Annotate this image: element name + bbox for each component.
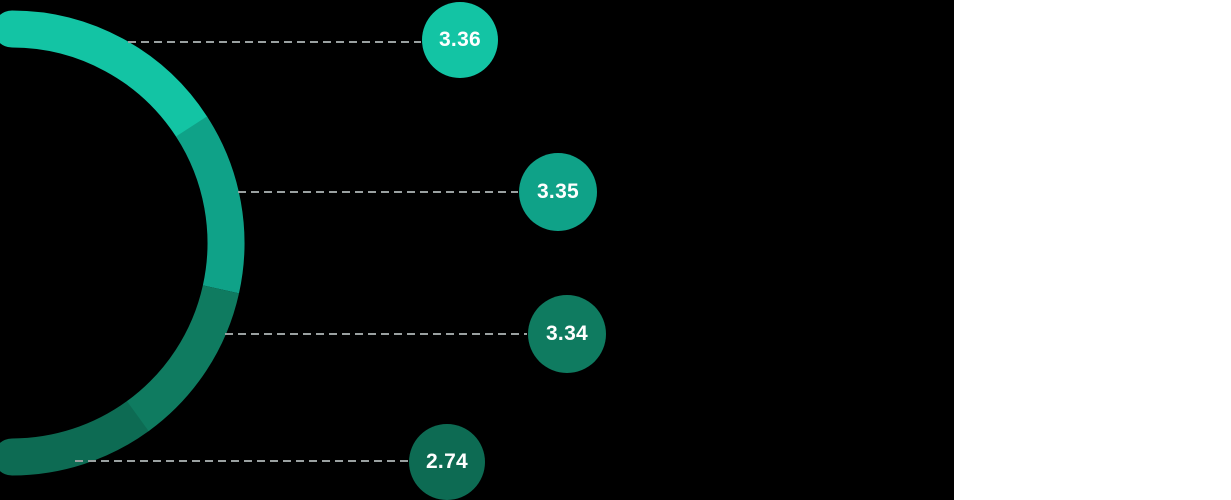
gauge-segment-3.34: [126, 284, 239, 432]
value-badge: 3.36: [422, 2, 498, 78]
side-panel: [954, 0, 1231, 500]
gauge-segment-3.36: [0, 10, 210, 145]
value-badge: 3.35: [519, 153, 597, 231]
gauge-segment-3.35: [175, 116, 245, 294]
gauge-segment-2.74: [0, 397, 157, 476]
value-badge: 2.74: [409, 424, 485, 500]
value-badge: 3.34: [528, 295, 606, 373]
